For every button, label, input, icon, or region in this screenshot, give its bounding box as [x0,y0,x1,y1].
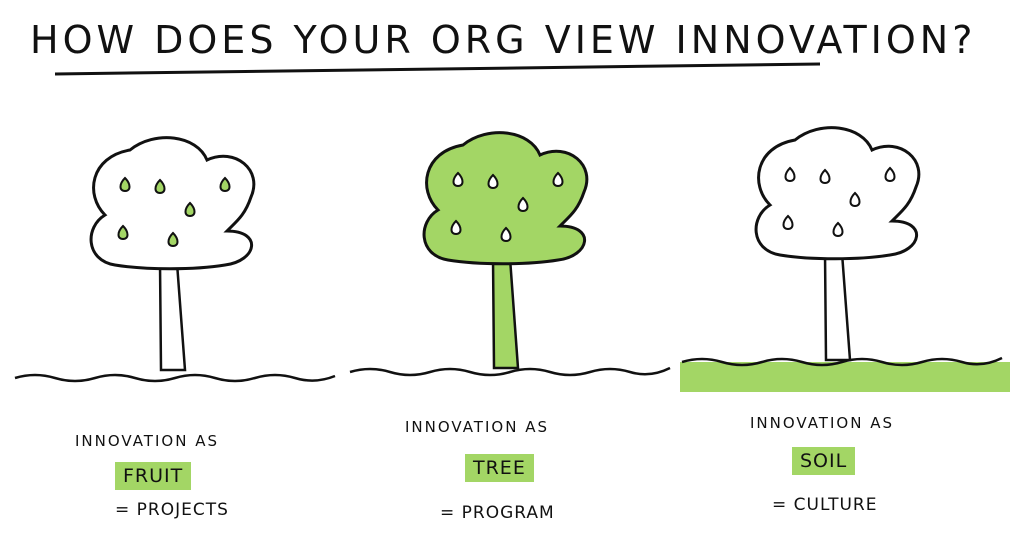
soil-fill [680,362,1010,392]
tree-trunk [491,256,520,370]
fruit [782,214,794,231]
fruit [517,196,529,213]
ground-line-1 [14,373,336,383]
column-2-equals: = Program [440,503,555,523]
page-title: How does your org view innovation? [30,18,977,62]
title-underline [54,62,821,76]
tree-trunk [823,251,852,362]
column-3-equals: = Culture [772,495,878,515]
column-2-label: Innovation as [405,418,549,436]
fruit [119,176,131,193]
ground-line-3 [681,356,1003,367]
column-1-word: Fruit [115,462,192,490]
fruit [154,178,166,195]
fruit [784,166,796,183]
tree-1 [89,136,256,372]
fruit [487,173,499,190]
tree-3 [754,126,921,362]
fruit [849,191,861,208]
tree-2 [422,131,589,370]
fruit [167,231,179,248]
column-1-equals: = Projects [115,500,229,520]
tree-crown [422,131,589,266]
ground-line-2 [349,366,671,377]
column-3-label: Innovation as [750,414,894,432]
fruit [884,166,896,183]
fruit [219,176,231,193]
fruit [184,201,196,218]
tree-crown [754,126,921,261]
column-2-word: Tree [465,454,534,482]
fruit [832,221,844,238]
fruit [500,226,512,243]
fruit [450,219,462,236]
tree-trunk [158,261,187,372]
tree-crown [89,136,256,271]
fruit [819,168,831,185]
column-3-word: Soil [792,447,856,475]
column-1-label: Innovation as [75,432,219,450]
fruit [452,171,464,188]
fruit [117,224,129,241]
fruit [552,171,564,188]
